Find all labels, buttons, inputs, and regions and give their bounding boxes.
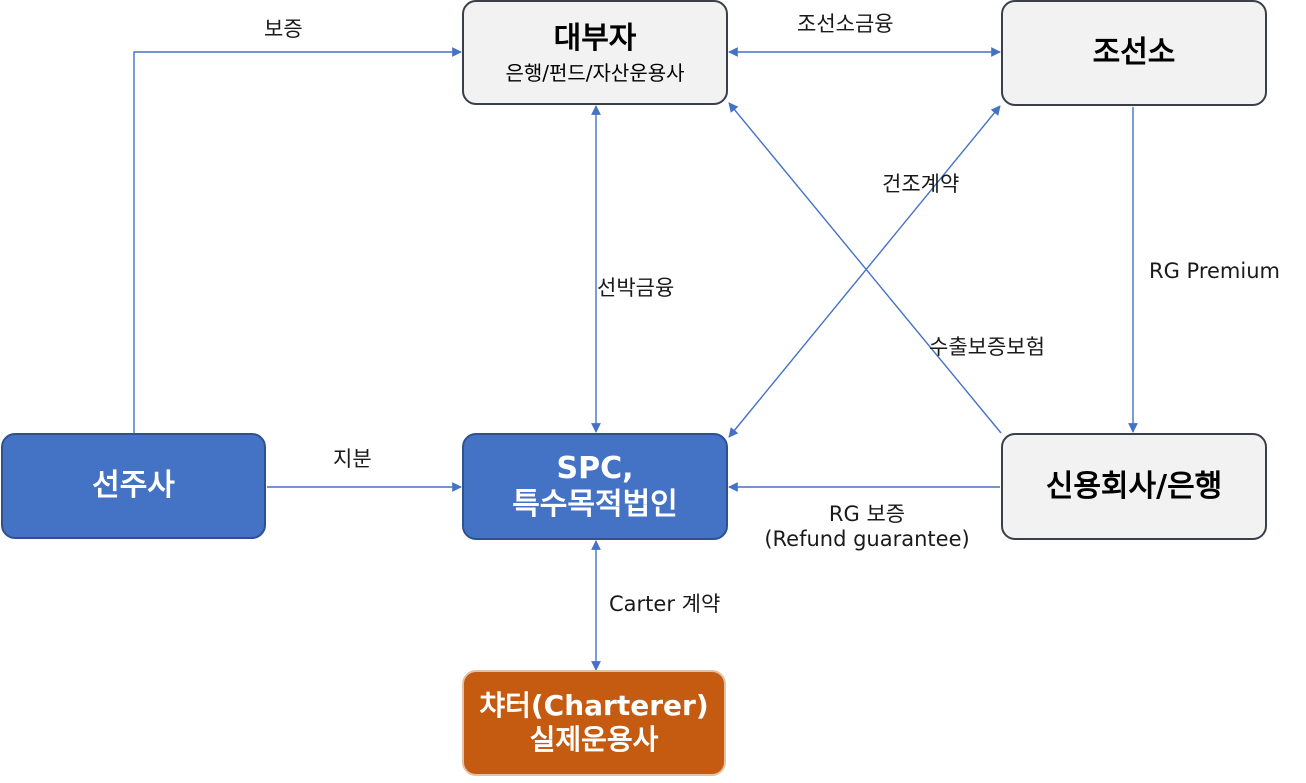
- shipyard-node: 조선소: [1001, 0, 1267, 106]
- label-rg-guarantee-line1: RG 보증: [828, 502, 906, 526]
- lender-title: 대부자: [553, 20, 637, 56]
- label-rg-guarantee: RG 보증 (Refund guarantee): [757, 502, 977, 552]
- label-rg-guarantee-line2: (Refund guarantee): [764, 527, 970, 552]
- arrow-credit-to-lender: [728, 102, 1002, 434]
- owner-node: 선주사: [1, 433, 266, 539]
- label-export-insurance: 수출보증보험: [929, 335, 1045, 359]
- spc-line1: SPC,: [556, 450, 634, 486]
- label-build-contract: 건조계약: [882, 172, 960, 196]
- credit-node: 신용회사/은행: [1001, 433, 1267, 540]
- label-rg-premium: RG Premium: [1149, 259, 1280, 283]
- arrow-owner-to-lender: [133, 47, 462, 433]
- charterer-line1: 챠터(Charterer): [479, 689, 709, 723]
- spc-line2: 특수목적법인: [512, 486, 678, 522]
- charterer-line2: 실제운용사: [529, 723, 659, 756]
- owner-title: 선주사: [92, 468, 175, 503]
- label-shipyard-finance: 조선소금융: [797, 12, 894, 36]
- credit-title: 신용회사/은행: [1045, 468, 1223, 504]
- spc-node: SPC, 특수목적법인: [462, 433, 728, 540]
- label-guarantee: 보증: [264, 17, 303, 41]
- lender-node: 대부자 은행/펀드/자산운용사: [462, 0, 728, 105]
- label-ship-finance: 선박금융: [597, 276, 675, 300]
- shipyard-title: 조선소: [1092, 35, 1176, 70]
- arrow-shipyard-spc: [728, 105, 1001, 438]
- lender-subtitle: 은행/펀드/자산운용사: [505, 60, 685, 85]
- charterer-node: 챠터(Charterer) 실제운용사: [462, 670, 726, 776]
- label-charter-contract: Carter 계약: [609, 592, 721, 616]
- label-equity: 지분: [333, 447, 372, 471]
